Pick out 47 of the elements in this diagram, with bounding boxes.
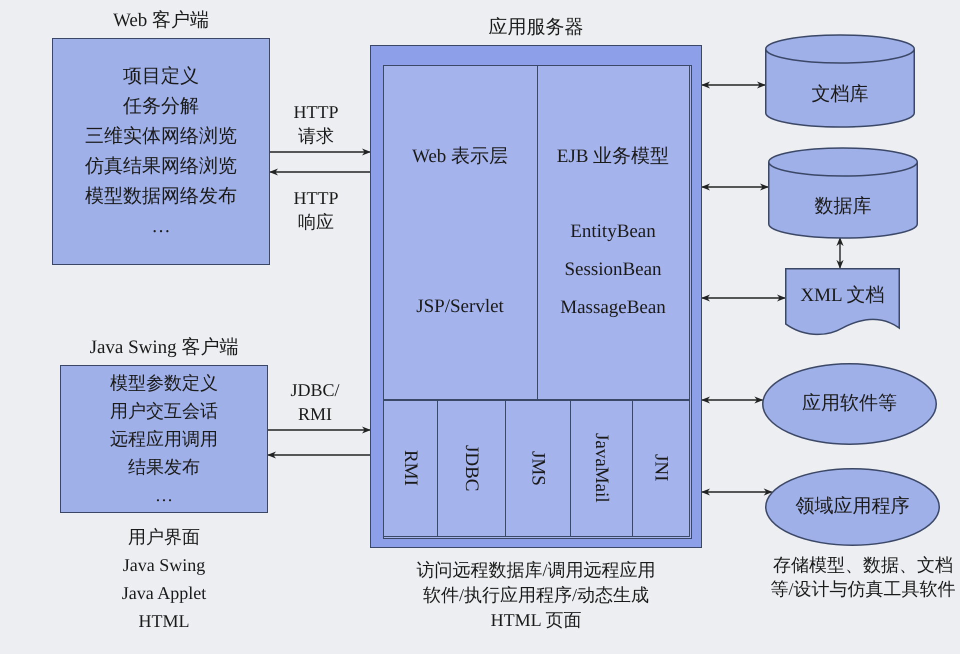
- component-name: MassageBean: [559, 296, 667, 320]
- arrow: [701, 396, 764, 404]
- list-item: 结果发布: [127, 456, 201, 479]
- list-item: 项目定义: [122, 64, 200, 88]
- api-cell: JMS: [504, 400, 570, 536]
- list-item: 用户交互会话: [109, 400, 219, 423]
- note: 存储模型、数据、文档等/设计与仿真工具软件: [770, 553, 956, 601]
- list-item: …: [154, 484, 174, 507]
- application-ellipse: 领域应用程序: [765, 468, 940, 546]
- arrow: [701, 294, 786, 302]
- list-item: 远程应用调用: [109, 428, 219, 451]
- list-item: 任务分解: [122, 94, 200, 118]
- component-name: JSP/Servlet: [415, 294, 505, 318]
- arrow: [701, 183, 769, 191]
- api-cell: JavaMail: [570, 400, 632, 536]
- api-cell: RMI: [382, 400, 438, 536]
- arrow: [268, 426, 371, 434]
- document-shape: XML 文档: [785, 268, 900, 336]
- list-item: 三维实体网络浏览: [84, 124, 238, 148]
- list-item: 模型参数定义: [109, 372, 219, 395]
- node-label: Java Applet: [120, 582, 208, 605]
- box-heading: 应用服务器: [488, 16, 584, 40]
- arrow: [836, 237, 844, 269]
- database-cylinder: 数据库: [768, 148, 918, 238]
- list-item: 仿真结果网络浏览: [84, 154, 238, 178]
- arrow: [701, 81, 766, 89]
- box-heading: Java Swing 客户端: [88, 336, 240, 360]
- list-item: …: [150, 214, 172, 238]
- component-name: SessionBean: [563, 258, 663, 282]
- arrow: [270, 148, 371, 156]
- arrow: [701, 488, 773, 496]
- layer-title: EJB 业务模型: [556, 144, 670, 168]
- api-cell: JNI: [632, 400, 690, 536]
- arrow: [269, 168, 370, 176]
- node-label: HTML: [138, 610, 190, 633]
- arrow: [267, 451, 370, 459]
- component-name: EntityBean: [569, 220, 657, 244]
- layer-box: [536, 64, 690, 400]
- node-label: Java Swing: [122, 554, 206, 577]
- box-heading: Web 客户端: [112, 9, 210, 33]
- list-item: 模型数据网络发布: [84, 184, 238, 208]
- api-cell: JDBC: [436, 400, 506, 536]
- node-label: 用户界面: [127, 526, 201, 549]
- database-cylinder: 文档库: [765, 35, 915, 127]
- layer-title: Web 表示层: [410, 144, 510, 168]
- node-label: 访问远程数据库/调用远程应用软件/执行应用程序/动态生成 HTML 页面: [415, 559, 656, 632]
- application-ellipse: 应用软件等: [762, 363, 937, 445]
